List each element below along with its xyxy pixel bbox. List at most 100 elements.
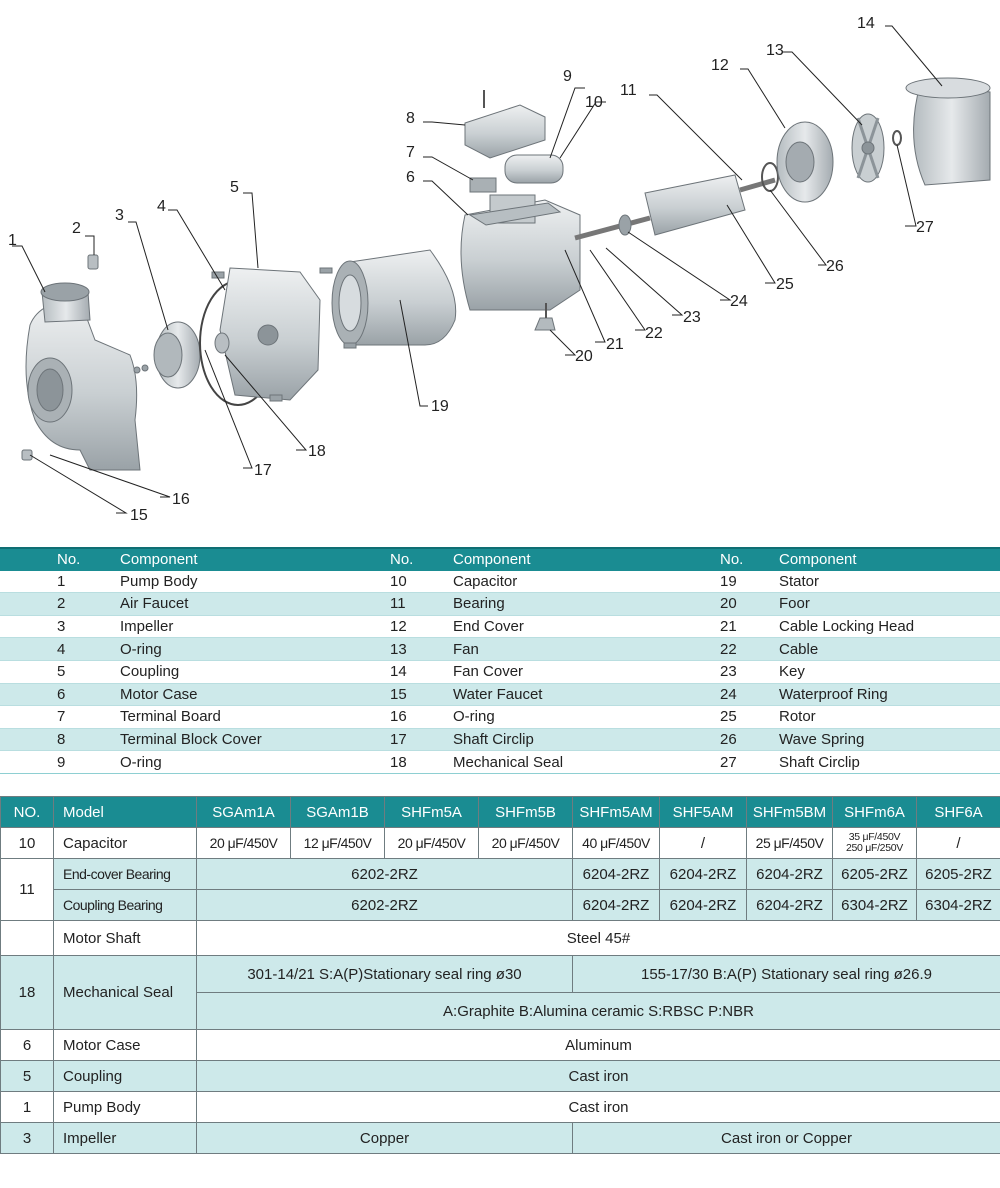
part-end-cover xyxy=(776,121,834,203)
bearing-value: 6204-2RZ xyxy=(746,889,833,921)
part-capacitor xyxy=(504,154,564,184)
seal-materials: A:Graphite B:Alumina ceramic S:RBSC P:NB… xyxy=(196,992,1000,1030)
motor-case-value: Aluminum xyxy=(196,1029,1000,1061)
part-name: Terminal Block Cover xyxy=(120,731,262,749)
part-name: Waterproof Ring xyxy=(779,685,888,703)
callout-labels: 1 2 3 4 5 6 7 8 9 10 11 12 13 14 27 26 2… xyxy=(8,15,934,524)
motor-shaft-row: Motor Shaft Steel 45# xyxy=(0,920,1000,956)
impeller-row: 3 Impeller Copper Cast iron or Copper xyxy=(0,1122,1000,1154)
capacitor-value-start: 250 μF/250V xyxy=(845,842,904,854)
bearing-value: 6205-2RZ xyxy=(916,858,1000,890)
callout-12: 12 xyxy=(711,57,729,74)
coupling-row: 5 Coupling Cast iron xyxy=(0,1060,1000,1092)
header-component: Component xyxy=(453,547,720,571)
part-no: 4 xyxy=(57,640,66,658)
part-no: 19 xyxy=(720,572,737,590)
part-no: 14 xyxy=(390,663,407,681)
seal-materials-row: A:Graphite B:Alumina ceramic S:RBSC P:NB… xyxy=(1,992,1000,1030)
header-component: Component xyxy=(120,547,390,571)
capacitor-value: 20 μF/450V xyxy=(196,827,291,859)
row-no: 6 xyxy=(0,1029,54,1061)
mechanical-seal-row: 18 Mechanical Seal 301-14/21 S:A(P)Stati… xyxy=(0,955,1000,1030)
callout-2: 2 xyxy=(72,220,81,237)
model-name: SHF5AM xyxy=(659,796,747,828)
callout-16: 16 xyxy=(172,491,190,508)
part-name: Wave Spring xyxy=(779,731,865,749)
model-name: SHFm5AM xyxy=(572,796,660,828)
part-no: 17 xyxy=(390,731,407,749)
part-name: Pump Body xyxy=(120,572,198,590)
part-name: O-ring xyxy=(120,640,162,658)
part-foot xyxy=(534,303,556,331)
callout-8: 8 xyxy=(406,110,415,127)
spec-header-model: Model xyxy=(53,796,197,828)
part-no: 21 xyxy=(720,618,737,636)
header-no: No. xyxy=(57,547,120,571)
part-no: 3 xyxy=(57,618,66,636)
capacitor-value: / xyxy=(916,827,1000,859)
part-shaft-circlip xyxy=(892,130,902,146)
callout-14: 14 xyxy=(857,15,875,32)
model-name: SHF6A xyxy=(916,796,1000,828)
part-name: Foor xyxy=(779,595,810,613)
part-no: 8 xyxy=(57,731,66,749)
impeller-right-value: Cast iron or Copper xyxy=(572,1122,1000,1154)
header-no: No. xyxy=(720,547,779,571)
coupling-value: Cast iron xyxy=(196,1060,1000,1092)
part-no: 12 xyxy=(390,618,407,636)
part-name: Mechanical Seal xyxy=(453,753,564,771)
part-name: Cable Locking Head xyxy=(779,618,915,636)
part-name: Air Faucet xyxy=(120,595,189,613)
part-no: 26 xyxy=(720,731,737,749)
callout-21: 21 xyxy=(606,336,624,353)
part-name: Terminal Board xyxy=(120,708,221,726)
capacitor-value: 12 μF/450V xyxy=(290,827,385,859)
row-label: Mechanical Seal xyxy=(53,955,197,1030)
part-name: O-ring xyxy=(453,708,495,726)
impeller-left-value: Copper xyxy=(196,1122,573,1154)
part-name: Shaft Circlip xyxy=(779,753,860,771)
part-no: 11 xyxy=(390,595,406,613)
bearing-value: 6304-2RZ xyxy=(832,889,917,921)
part-no: 27 xyxy=(720,753,737,771)
row-no: 5 xyxy=(0,1060,54,1092)
pump-body-row: 1 Pump Body Cast iron xyxy=(0,1091,1000,1123)
callout-7: 7 xyxy=(406,144,415,161)
callout-1: 1 xyxy=(8,232,17,249)
callout-26: 26 xyxy=(826,258,844,275)
header-no: No. xyxy=(390,547,453,571)
model-name: SHFm5A xyxy=(384,796,479,828)
callout-19: 19 xyxy=(431,398,449,415)
callout-9: 9 xyxy=(563,68,572,85)
exploded-view-diagram: 1 2 3 4 5 6 7 8 9 10 11 12 13 14 27 26 2… xyxy=(8,15,991,524)
callout-15: 15 xyxy=(130,507,148,524)
part-pump-body xyxy=(25,282,141,471)
part-wave-spring xyxy=(761,162,779,192)
callout-10: 10 xyxy=(585,94,603,111)
row-no: 10 xyxy=(0,827,54,859)
capacitor-value: 25 μF/450V xyxy=(746,827,833,859)
model-name: SGAm1A xyxy=(196,796,291,828)
callout-17: 17 xyxy=(254,462,272,479)
part-name: Capacitor xyxy=(453,572,518,590)
part-impeller xyxy=(133,321,201,389)
model-name: SGAm1B xyxy=(290,796,385,828)
row-no: 3 xyxy=(0,1122,54,1154)
components-header-row: No. Component No. Component No. Componen… xyxy=(0,547,1000,571)
part-no: 18 xyxy=(390,753,407,771)
part-fan xyxy=(851,113,885,183)
part-name: Fan Cover xyxy=(453,663,524,681)
part-name: Key xyxy=(779,663,805,681)
row-label: Coupling Bearing xyxy=(53,889,197,921)
part-name: Motor Case xyxy=(120,685,198,703)
part-name: Shaft Circlip xyxy=(453,731,534,749)
row-no: 1 xyxy=(0,1091,54,1123)
capacitor-value-dual: 35 μF/450V 250 μF/250V xyxy=(832,827,917,859)
part-no: 13 xyxy=(390,640,407,658)
bearing-value: 6204-2RZ xyxy=(746,858,833,890)
part-name: Rotor xyxy=(779,708,816,726)
part-name: Water Faucet xyxy=(453,685,543,703)
header-component: Component xyxy=(779,547,1000,571)
part-rotor xyxy=(574,174,776,241)
